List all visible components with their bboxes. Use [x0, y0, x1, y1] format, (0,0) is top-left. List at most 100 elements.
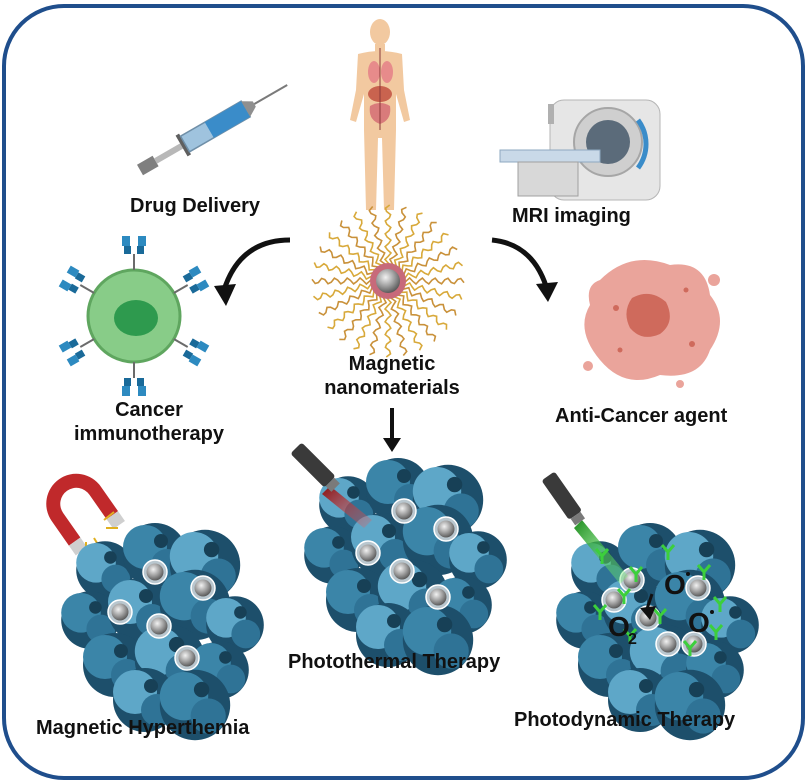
tumor-cluster-hyperthermia — [61, 523, 264, 741]
ligand-strand — [390, 291, 423, 351]
ligand-strand — [387, 292, 408, 357]
antibody-icon — [122, 362, 146, 396]
tumor-cell — [556, 591, 614, 649]
tumor-cell — [654, 669, 726, 741]
nanoparticle — [107, 599, 133, 625]
immune-cell-icon — [58, 236, 210, 396]
ligand-strand — [398, 246, 458, 279]
laser-red-icon — [291, 443, 372, 528]
label-magnetic: Magnetic — [348, 353, 436, 375]
arrow-icon — [383, 438, 401, 452]
ligand-strand — [388, 206, 407, 270]
ligand-strand — [399, 281, 463, 300]
nanoparticle — [601, 587, 627, 613]
radical-dot — [710, 610, 714, 614]
tumor-cell — [206, 596, 264, 654]
ligand-strand — [383, 204, 393, 270]
o2-subscript: 2 — [628, 631, 637, 648]
label-nanomaterials: nanomaterials — [324, 377, 460, 399]
arrow-icon — [536, 282, 558, 302]
tumor-cell — [159, 669, 231, 741]
ligand-strand — [399, 261, 464, 282]
singlet-oxygen-symbol: O — [664, 569, 686, 600]
green-antibody-icon — [696, 564, 712, 580]
tumor-cell — [412, 464, 484, 536]
ligand-strand — [368, 205, 389, 270]
tumor-icon — [583, 260, 720, 388]
ligand-strand — [399, 276, 465, 286]
label-mri-imaging: MRI imaging — [512, 205, 631, 227]
nanoparticle-icon — [311, 204, 465, 358]
nanoparticle — [142, 559, 168, 585]
nanoparticle — [391, 498, 417, 524]
nanoparticle — [425, 584, 451, 610]
ligand-strand — [383, 292, 393, 358]
tumor-cluster-photodynamic — [556, 523, 759, 741]
reaction-arrow — [640, 593, 656, 620]
ligand-strand — [311, 276, 377, 286]
ligand-strand — [327, 287, 379, 330]
particle-core — [376, 269, 400, 293]
ligand-strand — [353, 291, 384, 350]
ligand-strand — [369, 292, 388, 356]
antibody-icon — [173, 338, 210, 367]
arrow-icon — [214, 284, 236, 306]
ligand-strand — [313, 262, 377, 281]
label-magnetic-hyperthemia: Magnetic Hyperthemia — [36, 717, 250, 739]
ligand-strand — [319, 246, 378, 277]
ligand-strand — [318, 283, 378, 316]
arrow-icon — [491, 237, 549, 287]
tumor-cell — [402, 604, 474, 676]
green-antibody-icon — [708, 624, 724, 640]
ligand-strand — [339, 220, 382, 272]
label-photothermal-therapy: Photothermal Therapy — [288, 651, 501, 673]
radical-dot — [686, 572, 690, 576]
ligand-strand — [394, 290, 437, 342]
green-antibody-icon — [628, 566, 644, 582]
label-photodynamic-therapy: Photodynamic Therapy — [514, 709, 736, 731]
antibody-icon — [58, 265, 95, 294]
label-drug-delivery: Drug Delivery — [130, 195, 261, 217]
ligand-strand — [398, 285, 457, 316]
green-antibody-icon — [682, 640, 698, 656]
o2-symbol: O — [608, 611, 630, 642]
label-immunotherapy: immunotherapy — [73, 423, 225, 445]
green-antibody-icon — [594, 548, 610, 564]
nanoparticle — [685, 575, 711, 601]
nanoparticle — [389, 558, 415, 584]
label-cancer-immunotherapy: Cancer immunotherapy — [64, 398, 234, 446]
tumor-cell — [61, 591, 119, 649]
ligand-strand — [395, 221, 437, 273]
nanoparticle — [355, 540, 381, 566]
ligand-strand — [392, 212, 423, 271]
ligand-strand — [353, 211, 386, 271]
nanoparticle — [655, 631, 681, 657]
nanoparticle — [174, 645, 200, 671]
ligand-strand — [339, 289, 381, 341]
ligand-strand — [328, 232, 380, 274]
nanoparticle — [433, 516, 459, 542]
green-antibody-icon — [622, 628, 638, 644]
antibody-icon — [173, 265, 210, 294]
singlet-oxygen-symbol: O — [688, 607, 710, 638]
green-antibody-icon — [652, 608, 668, 624]
tumor-cell — [449, 531, 507, 589]
nanoparticle — [190, 575, 216, 601]
antibody-icon — [122, 236, 146, 270]
laser-green-icon — [542, 472, 628, 584]
arrow-icon — [221, 237, 291, 291]
label-cancer: Cancer — [115, 399, 183, 421]
nanoparticle — [146, 613, 172, 639]
green-antibodies — [592, 544, 728, 656]
green-antibody-icon — [712, 596, 728, 612]
tumor-cluster-photothermal — [304, 458, 507, 676]
syringe-icon — [137, 84, 288, 176]
ligand-strand — [397, 232, 449, 275]
magnet-icon — [46, 473, 125, 556]
antibody-icon — [58, 338, 95, 367]
human-body-icon — [350, 19, 410, 210]
label-magnetic-nanomaterials: Magnetic nanomaterials — [312, 352, 472, 400]
label-anti-cancer-agent: Anti-Cancer agent — [555, 405, 728, 427]
green-antibody-icon — [660, 544, 676, 560]
